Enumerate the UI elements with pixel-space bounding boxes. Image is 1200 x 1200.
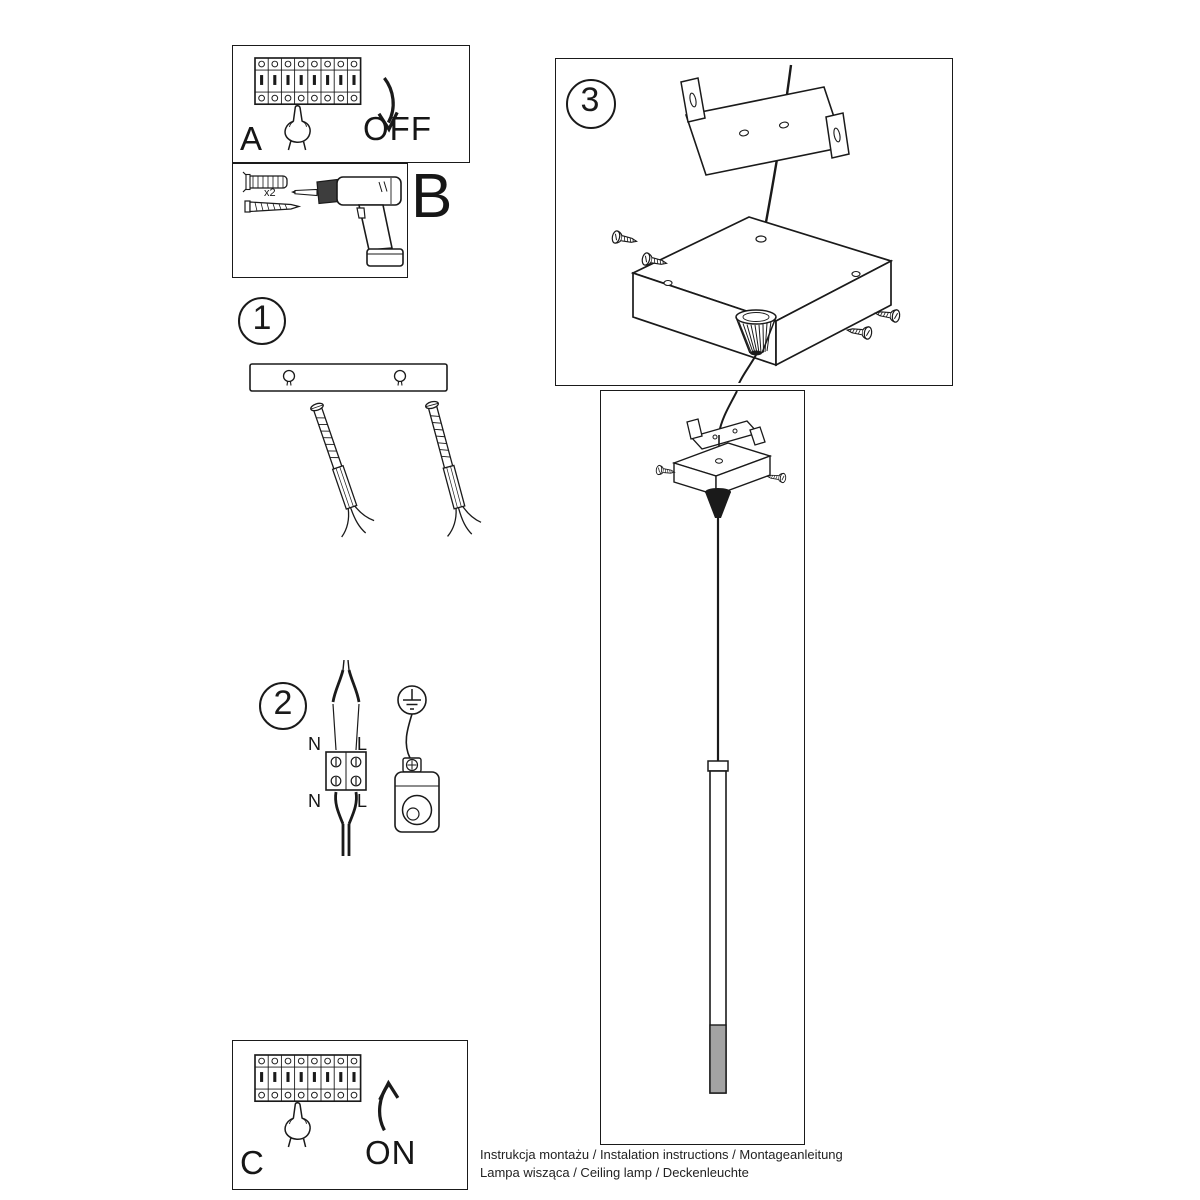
footer-line-1: Instrukcja montażu / Instalation instruc… — [480, 1147, 843, 1162]
wall-anchor-icon — [425, 400, 482, 537]
earth-ground-icon — [397, 685, 427, 715]
circuit-breaker-strip-icon — [254, 57, 362, 106]
cable-line — [738, 354, 757, 383]
wire-icon — [334, 791, 358, 856]
screw-icon — [610, 229, 639, 249]
tools-illustration — [242, 171, 404, 267]
arrow-up-icon — [377, 1081, 400, 1132]
strain-relief-cone-icon — [705, 488, 731, 518]
on-label: ON — [365, 1134, 417, 1171]
wire-label-l-top: L — [357, 734, 368, 754]
panel-b-label: B — [411, 162, 453, 231]
panel-b-box — [232, 163, 408, 278]
lamp-panel-box — [600, 390, 805, 1145]
mounting-plate-icon — [249, 363, 448, 392]
panel-c-label: C — [240, 1144, 264, 1181]
step2-number-circle — [259, 682, 307, 730]
wire-label-l-bottom: L — [357, 791, 368, 811]
panel-a-label: A — [240, 120, 263, 157]
panel-step3-box — [555, 58, 953, 386]
ceiling-bracket-icon — [686, 418, 766, 450]
canopy-box-icon — [671, 442, 773, 497]
step1-number-circle — [238, 297, 286, 345]
wire-label-n-bottom: N — [308, 791, 321, 811]
screw-icon — [655, 464, 676, 478]
panel-a-box — [232, 45, 470, 163]
lamp-tube-icon — [707, 760, 729, 1094]
anchor-quantity-label: x2 — [264, 187, 276, 199]
circuit-breaker-strip-icon — [254, 1054, 362, 1103]
power-on-illustration — [254, 1054, 400, 1148]
step2-number: 2 — [273, 684, 293, 722]
wire-icon — [331, 660, 361, 751]
step2-illustration — [259, 660, 440, 856]
pressing-hand-icon — [284, 104, 311, 151]
panel-c-box — [232, 1040, 468, 1190]
wire-label-n-top: N — [308, 734, 321, 754]
canopy-box-icon — [630, 216, 894, 367]
footer-line-2: Lampa wisząca / Ceiling lamp / Deckenleu… — [480, 1165, 749, 1180]
step3-number-circle — [566, 79, 616, 129]
pendant-lamp-drawing — [655, 391, 787, 1094]
screw-icon — [244, 200, 302, 213]
strain-relief-cone-icon — [735, 309, 777, 356]
step1-illustration — [238, 297, 482, 538]
step3-illustration — [566, 64, 902, 383]
step1-number: 1 — [252, 299, 272, 337]
off-label: OFF — [363, 110, 432, 147]
cord-grip-icon — [394, 713, 440, 833]
ceiling-bracket-icon — [680, 77, 850, 176]
step3-number: 3 — [580, 81, 600, 119]
wall-plug-icon — [242, 171, 288, 193]
drill-icon — [291, 176, 404, 267]
terminal-block-icon — [325, 751, 367, 791]
wall-anchor-icon — [310, 402, 375, 538]
pressing-hand-icon — [284, 1101, 311, 1148]
